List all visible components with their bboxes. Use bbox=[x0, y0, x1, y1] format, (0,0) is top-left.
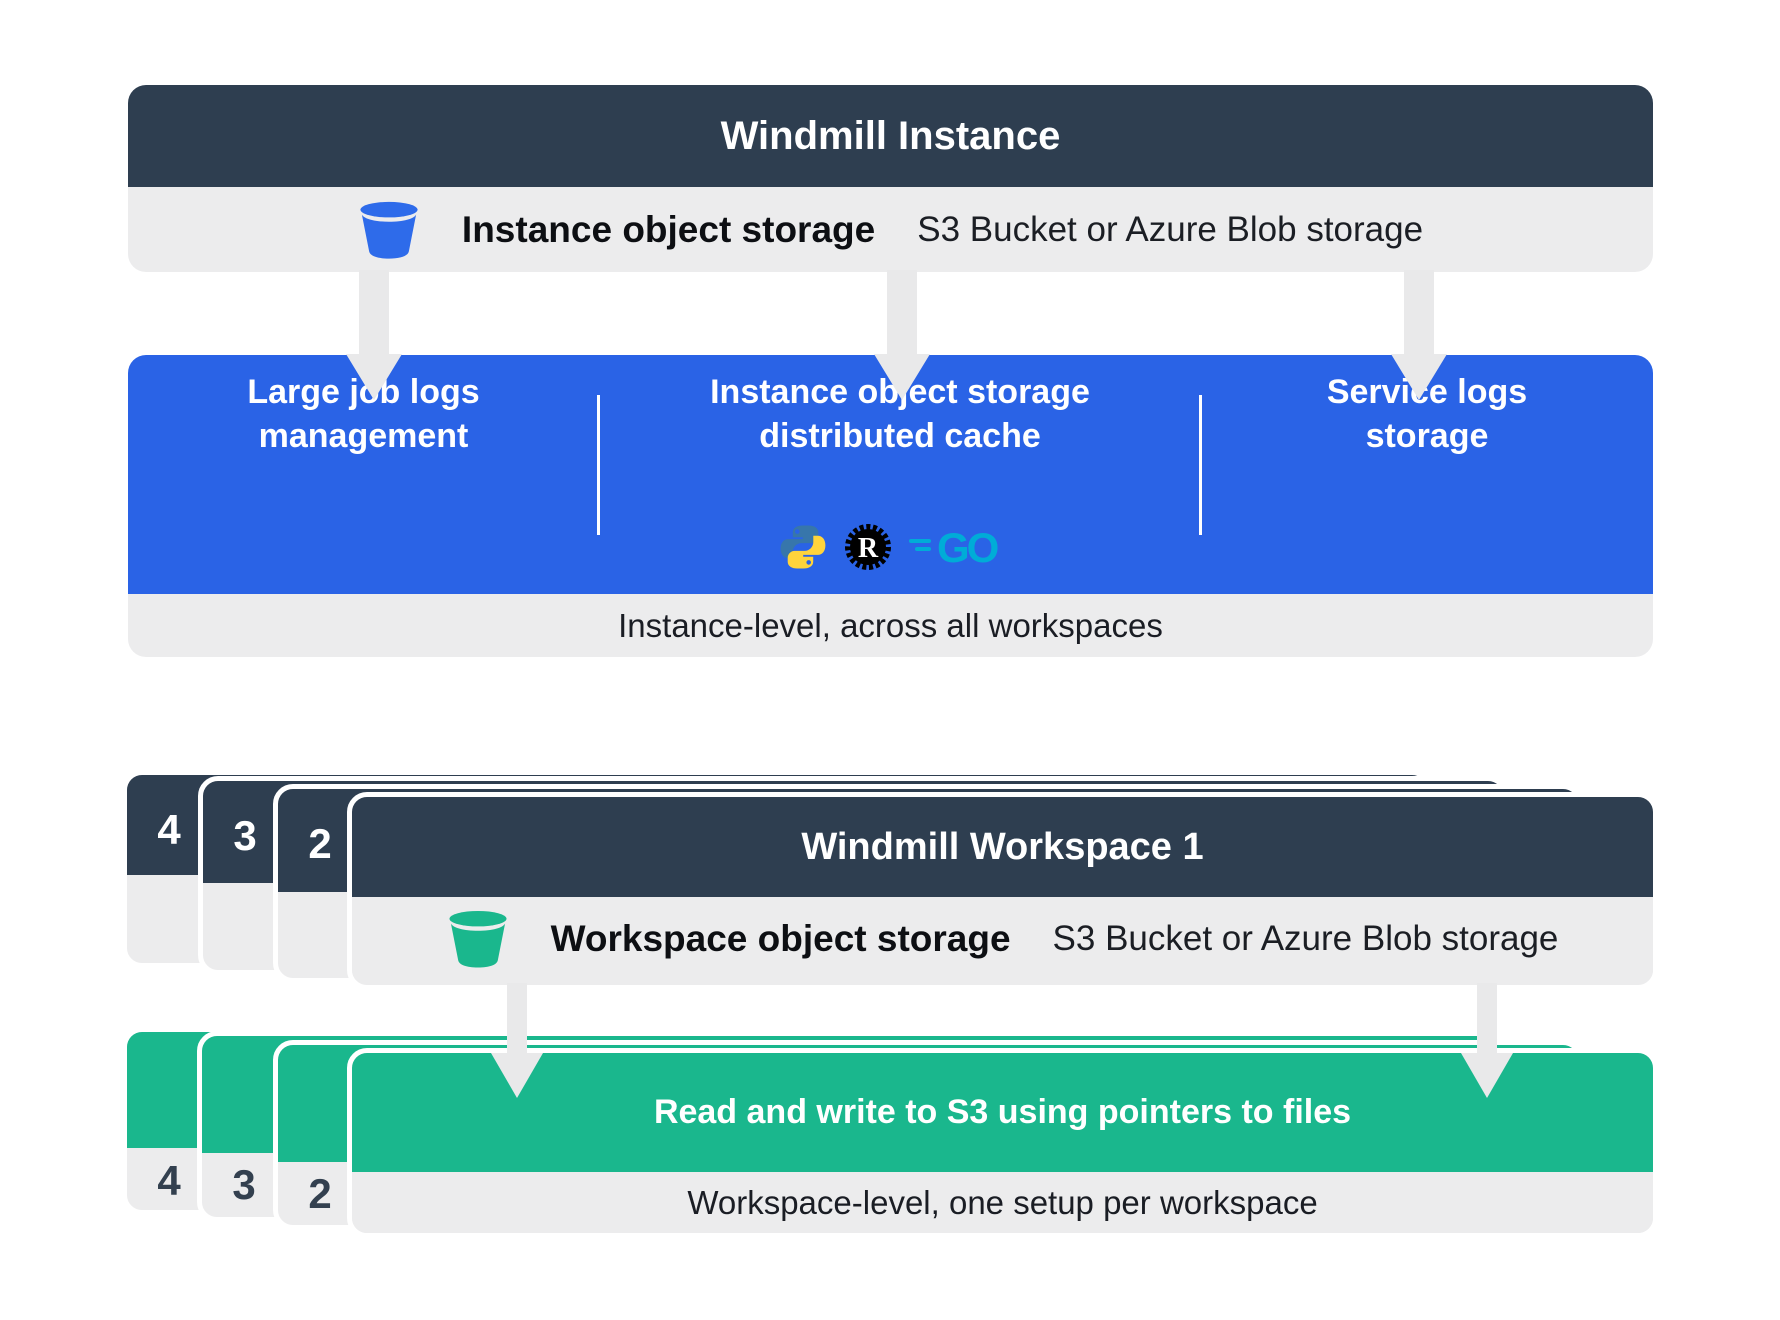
go-logo-icon: GO bbox=[909, 525, 1001, 569]
arrow-down-icon bbox=[507, 983, 527, 1058]
workspace-card: Windmill Workspace 1 Workspace object st… bbox=[347, 792, 1658, 990]
feature-line: storage bbox=[1365, 417, 1489, 455]
bucket-icon-blue bbox=[360, 201, 418, 259]
stack-number: 3 bbox=[232, 1161, 256, 1208]
instance-features-card: Large job logs management Instance objec… bbox=[128, 355, 1653, 657]
stack-number: 4 bbox=[157, 806, 181, 853]
rust-logo-icon: R bbox=[845, 524, 891, 570]
instance-card-header: Windmill Instance bbox=[128, 85, 1653, 187]
stack-number: 2 bbox=[308, 1170, 332, 1217]
arrow-down-icon bbox=[1477, 983, 1497, 1058]
instance-storage-label: Instance object storage bbox=[461, 208, 876, 250]
arrow-down-icon bbox=[874, 354, 930, 400]
svg-text:GO: GO bbox=[937, 525, 998, 569]
instance-footer: Instance-level, across all workspaces bbox=[128, 594, 1653, 657]
stack-number: 3 bbox=[233, 812, 257, 859]
stack-number: 2 bbox=[308, 820, 332, 867]
arrow-down-icon bbox=[359, 270, 389, 360]
arrow-down-icon bbox=[1404, 270, 1434, 360]
instance-storage-row: Instance object storage S3 Bucket or Azu… bbox=[128, 187, 1653, 272]
s3-action-card: Read and write to S3 using pointers to f… bbox=[347, 1048, 1658, 1238]
workspace-storage-label: Workspace object storage bbox=[550, 917, 1011, 959]
workspace-storage-detail: S3 Bucket or Azure Blob storage bbox=[1052, 918, 1559, 958]
arrow-down-icon bbox=[1391, 354, 1447, 400]
arrow-down-icon bbox=[887, 270, 917, 360]
instance-storage-detail: S3 Bucket or Azure Blob storage bbox=[917, 209, 1424, 249]
language-logos: R GO bbox=[599, 521, 1201, 573]
column-divider bbox=[1199, 395, 1202, 535]
workspace-footer: Workspace-level, one setup per workspace bbox=[352, 1172, 1653, 1233]
workspace-title: Windmill Workspace 1 bbox=[801, 825, 1204, 868]
arrow-down-icon bbox=[491, 1053, 543, 1098]
instance-card: Windmill Instance Instance object storag… bbox=[128, 85, 1653, 272]
s3-action-banner: Read and write to S3 using pointers to f… bbox=[352, 1053, 1653, 1172]
stack-number: 4 bbox=[157, 1157, 181, 1204]
feature-line: distributed cache bbox=[759, 417, 1041, 455]
arrow-down-icon bbox=[1461, 1053, 1513, 1098]
workspace-card-header: Windmill Workspace 1 bbox=[352, 797, 1653, 897]
arrow-down-icon bbox=[346, 354, 402, 400]
bucket-icon-green bbox=[449, 910, 507, 968]
workspace-storage-row: Workspace object storage S3 Bucket or Az… bbox=[352, 897, 1653, 980]
svg-text:R: R bbox=[858, 533, 879, 564]
feature-line: management bbox=[258, 417, 469, 455]
python-logo-icon bbox=[780, 525, 826, 569]
column-divider bbox=[597, 395, 600, 535]
instance-title: Windmill Instance bbox=[720, 113, 1061, 158]
